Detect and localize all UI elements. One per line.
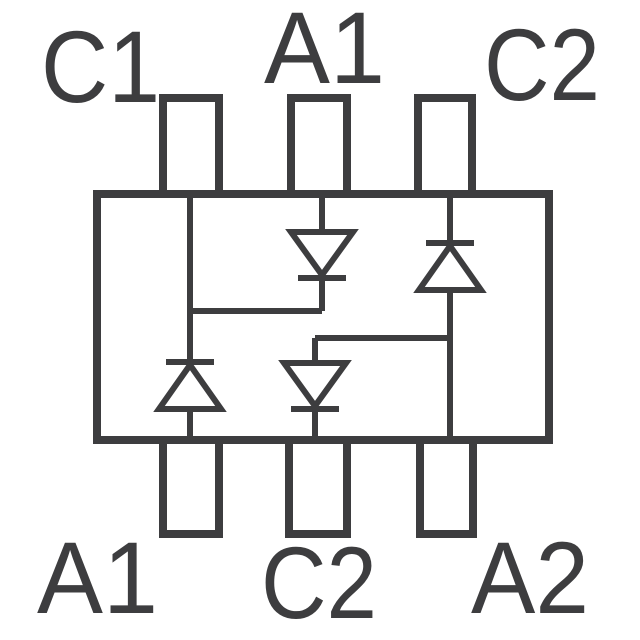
diode-top-center-triangle <box>285 229 359 281</box>
diode-right <box>413 240 487 293</box>
label-top-right-c2: C2 <box>484 8 600 122</box>
diode-left-triangle <box>153 359 227 412</box>
pin-bottom-right-a2 <box>416 438 477 538</box>
internal-wiring <box>187 194 453 440</box>
diode-left <box>153 359 227 412</box>
pin-top-right-c2 <box>414 94 476 196</box>
pin-bottom-left-a1 <box>159 438 223 538</box>
pin-bottom-center-c2 <box>285 438 351 538</box>
label-top-center-a1: A1 <box>264 0 385 105</box>
diode-top-center <box>285 229 359 281</box>
label-bottom-center-c2: C2 <box>261 526 377 640</box>
diode-bottom-center <box>278 360 352 412</box>
label-bottom-left-a1: A1 <box>37 521 158 635</box>
pin-top-left-c1 <box>159 94 223 196</box>
pin-top-center-a1 <box>287 94 351 196</box>
pin-labels: C1 A1 C2 A1 C2 A2 <box>37 0 600 640</box>
diode-right-triangle <box>413 240 487 293</box>
diode-bottom-center-triangle <box>278 360 352 412</box>
label-top-left-c1: C1 <box>41 10 160 124</box>
label-bottom-right-a2: A2 <box>471 521 589 635</box>
